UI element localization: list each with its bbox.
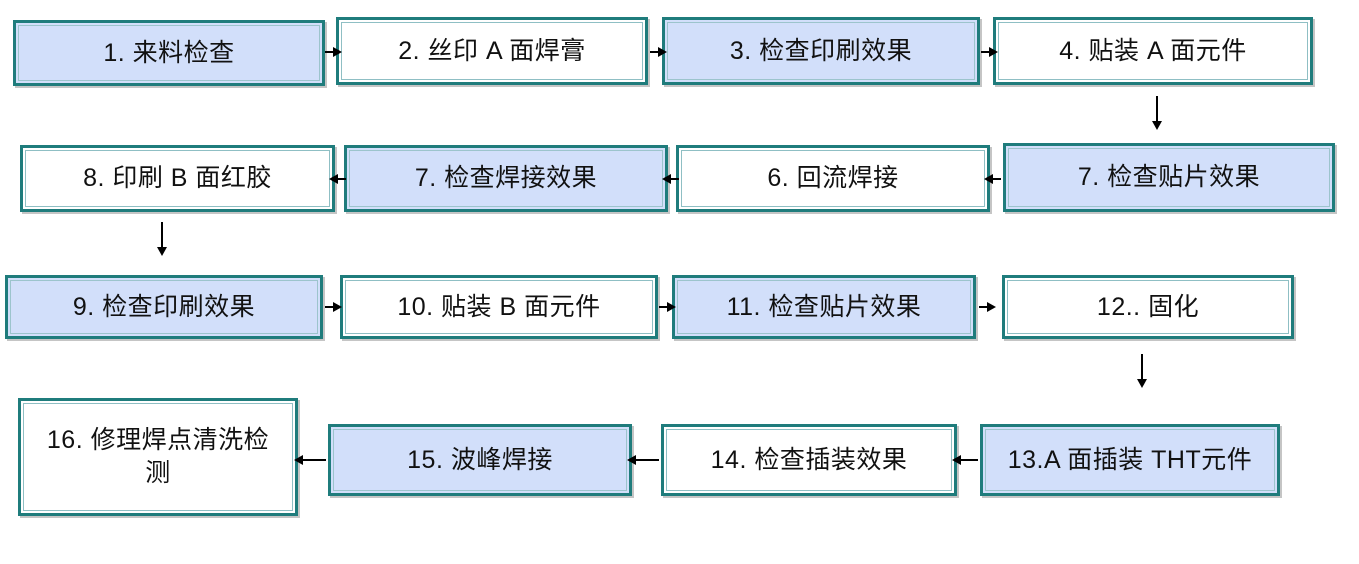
process-node-8[interactable]: 8. 印刷 B 面红胶 [20,145,335,212]
node-inner: 10. 贴装 B 面元件 [345,280,653,334]
connector-11-to-12 [979,302,996,312]
connector-15-to-16 [294,455,326,465]
node-inner: 12.. 固化 [1007,280,1289,334]
process-node-10[interactable]: 10. 贴装 B 面元件 [340,275,658,339]
node-label: 4. 贴装 A 面元件 [1059,36,1247,65]
process-node-12[interactable]: 12.. 固化 [1002,275,1294,339]
process-node-3[interactable]: 3. 检查印刷效果 [662,17,980,85]
node-inner: 4. 贴装 A 面元件 [998,22,1308,80]
process-node-7-mount[interactable]: 7. 检查贴片效果 [1003,143,1335,212]
node-label: 14. 检查插装效果 [710,445,908,474]
connector-7mount-to-6 [984,174,1001,184]
process-node-11[interactable]: 11. 检查贴片效果 [672,275,976,339]
connector-10-to-11 [659,302,676,312]
node-inner: 2. 丝印 A 面焊膏 [341,22,643,80]
node-inner: 16. 修理焊点清洗检 测 [23,403,293,511]
process-node-16[interactable]: 16. 修理焊点清洗检 测 [18,398,298,516]
node-label: 6. 回流焊接 [767,164,899,192]
connector-7solder-to-8 [329,174,346,184]
node-inner: 11. 检查贴片效果 [677,280,971,334]
connector-1-to-2 [325,47,342,57]
process-node-6[interactable]: 6. 回流焊接 [676,145,990,212]
process-node-2[interactable]: 2. 丝印 A 面焊膏 [336,17,648,85]
node-label: 7. 检查贴片效果 [1077,163,1261,191]
node-inner: 3. 检查印刷效果 [667,22,975,80]
process-node-13[interactable]: 13.A 面插装 THT元件 [980,424,1280,496]
process-node-1[interactable]: 1. 来料检查 [13,20,325,86]
connector-12-to-13 [1137,354,1147,388]
node-label: 12.. 固化 [1096,292,1200,321]
process-node-9[interactable]: 9. 检查印刷效果 [5,275,323,339]
process-node-15[interactable]: 15. 波峰焊接 [328,424,632,496]
node-inner: 6. 回流焊接 [681,150,985,207]
process-node-4[interactable]: 4. 贴装 A 面元件 [993,17,1313,85]
process-node-14[interactable]: 14. 检查插装效果 [661,424,957,496]
node-inner: 13.A 面插装 THT元件 [985,429,1275,491]
connector-13-to-14 [952,455,978,465]
connector-9-to-10 [325,302,342,312]
connector-4-to-5 [1152,96,1162,130]
node-label: 7. 检查焊接效果 [414,164,598,192]
connector-14-to-15 [627,455,659,465]
node-label: 9. 检查印刷效果 [72,292,256,321]
node-label: 13.A 面插装 THT元件 [1007,445,1253,474]
connector-6-to-7solder [662,174,679,184]
node-inner: 14. 检查插装效果 [666,429,952,491]
node-label: 2. 丝印 A 面焊膏 [398,36,586,65]
node-label: 8. 印刷 B 面红胶 [83,164,272,192]
node-label: 16. 修理焊点清洗检 测 [46,426,270,487]
connector-2-to-3 [650,47,667,57]
connector-8-to-9 [157,222,167,256]
connector-3-to-4 [981,47,998,57]
node-inner: 8. 印刷 B 面红胶 [25,150,330,207]
node-inner: 1. 来料检查 [18,25,320,81]
node-inner: 9. 检查印刷效果 [10,280,318,334]
process-node-7-solder[interactable]: 7. 检查焊接效果 [344,145,668,212]
node-label: 1. 来料检查 [103,38,235,67]
node-label: 15. 波峰焊接 [407,445,553,474]
node-label: 10. 贴装 B 面元件 [397,292,601,321]
node-inner: 7. 检查焊接效果 [349,150,663,207]
node-label: 3. 检查印刷效果 [729,36,913,65]
node-inner: 7. 检查贴片效果 [1008,148,1330,207]
node-inner: 15. 波峰焊接 [333,429,627,491]
node-label: 11. 检查贴片效果 [726,292,922,321]
